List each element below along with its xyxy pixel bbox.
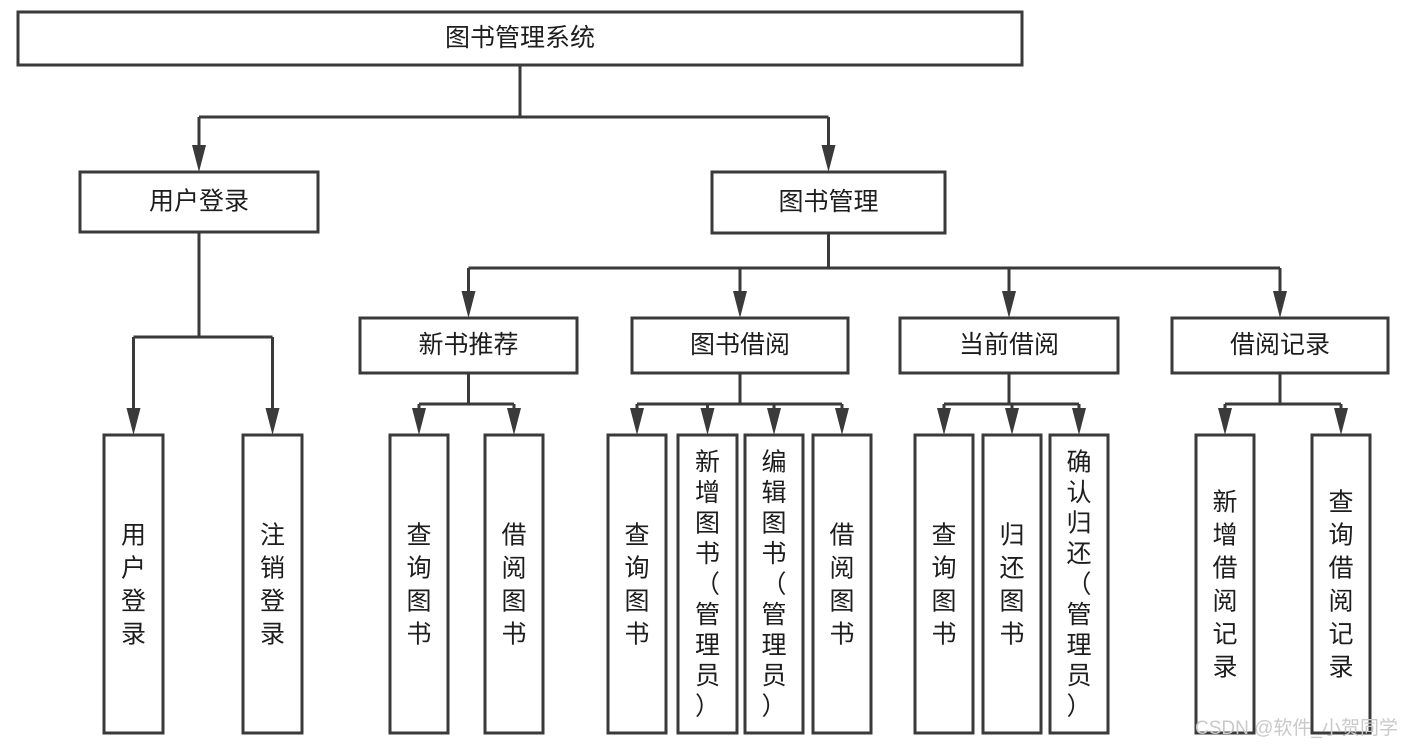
l3-1-3-arrow-1 bbox=[1334, 408, 1348, 435]
node-level3-0-0[interactable]: 用户登录 bbox=[102, 433, 165, 735]
node-box-rect bbox=[630, 316, 850, 375]
node-box-rect bbox=[913, 433, 975, 735]
node-leaf-1-1-2[interactable]: 编辑图书（管理员） bbox=[743, 433, 805, 735]
l3-1-0-arrow-0 bbox=[412, 408, 426, 435]
node-label: 查询图书 bbox=[406, 522, 431, 649]
node-label: 借阅图书 bbox=[501, 522, 526, 649]
node-label: 注销登录 bbox=[260, 522, 285, 649]
node-level3-1-3[interactable]: 借阅记录 bbox=[1170, 316, 1390, 375]
l2-0-arrow-0 bbox=[126, 408, 141, 435]
l3-1-1-arrow-1 bbox=[700, 408, 715, 435]
node-leaf-1-1-0[interactable]: 查询图书 bbox=[606, 433, 668, 735]
node-label: 图书管理 bbox=[778, 188, 878, 216]
node-box-rect bbox=[811, 433, 873, 735]
node-label: 当前借阅 bbox=[959, 331, 1059, 359]
node-label: 用户登录 bbox=[121, 522, 146, 649]
l3-1-1-arrow-0 bbox=[630, 408, 644, 435]
node-box-rect bbox=[1310, 433, 1372, 735]
l3-1-1-arrow-3 bbox=[835, 408, 849, 435]
node-level3-1-2[interactable]: 当前借阅 bbox=[898, 316, 1120, 375]
node-leaf-1-3-1[interactable]: 查询借阅记录 bbox=[1310, 433, 1372, 735]
node-label: 归还图书 bbox=[999, 522, 1024, 649]
l3-1-0-arrow-1 bbox=[507, 408, 521, 435]
node-box-rect bbox=[1048, 433, 1110, 735]
l2-1-arrow-2 bbox=[1002, 291, 1016, 318]
node-box-rect bbox=[676, 433, 739, 735]
node-leaf-1-1-3[interactable]: 借阅图书 bbox=[811, 433, 873, 735]
node-leaf-1-3-0[interactable]: 新增借阅记录 bbox=[1194, 433, 1256, 735]
node-leaf-1-1-1[interactable]: 新增图书（管理员） bbox=[676, 433, 739, 735]
node-label: 新增借阅记录 bbox=[1212, 489, 1237, 682]
node-label: 图书借阅 bbox=[690, 331, 790, 359]
node-leaf-1-2-0[interactable]: 查询图书 bbox=[913, 433, 975, 735]
node-label: 查询图书 bbox=[624, 522, 649, 649]
node-level3-1-1[interactable]: 图书借阅 bbox=[630, 316, 850, 375]
node-box-rect bbox=[1194, 433, 1256, 735]
node-box-rect bbox=[898, 316, 1120, 375]
root-arrow-0 bbox=[192, 145, 206, 172]
node-leaf-1-0-0[interactable]: 查询图书 bbox=[388, 433, 450, 735]
node-root[interactable]: 图书管理系统 bbox=[16, 10, 1024, 67]
node-box-rect bbox=[241, 433, 304, 735]
l2-1-arrow-3 bbox=[1273, 291, 1287, 318]
node-box-rect bbox=[710, 170, 947, 235]
node-label: 新书推荐 bbox=[418, 331, 518, 359]
node-label: 新增图书（管理员） bbox=[695, 449, 720, 721]
node-box-rect bbox=[16, 10, 1024, 67]
node-box-rect bbox=[743, 433, 805, 735]
node-level2-0[interactable]: 用户登录 bbox=[78, 170, 320, 234]
node-box-rect bbox=[483, 433, 545, 735]
l2-0-arrow-1 bbox=[265, 408, 280, 435]
node-box-rect bbox=[388, 433, 450, 735]
node-label: 查询图书 bbox=[931, 522, 956, 649]
node-label: 确认归还（管理员） bbox=[1066, 449, 1091, 721]
csdn-watermark: CSDN @软件_小贺同学 bbox=[1195, 717, 1398, 739]
node-leaf-1-2-1[interactable]: 归还图书 bbox=[981, 433, 1043, 735]
l3-1-3-arrow-0 bbox=[1218, 408, 1232, 435]
node-box-rect bbox=[358, 316, 579, 375]
node-leaf-1-0-1[interactable]: 借阅图书 bbox=[483, 433, 545, 735]
l3-1-1-arrow-2 bbox=[767, 408, 781, 435]
node-leaf-1-2-2[interactable]: 确认归还（管理员） bbox=[1048, 433, 1110, 735]
node-label: 借阅图书 bbox=[829, 522, 854, 649]
boxes-layer: 图书管理系统用户登录用户登录注销登录图书管理新书推荐查询图书借阅图书图书借阅查询… bbox=[16, 10, 1390, 735]
l2-1-arrow-0 bbox=[461, 291, 476, 318]
connectors-layer bbox=[126, 65, 1348, 435]
node-box-rect bbox=[102, 433, 165, 735]
node-box-rect bbox=[78, 170, 320, 234]
node-label: 编辑图书（管理员） bbox=[761, 449, 786, 721]
node-box-rect bbox=[981, 433, 1043, 735]
l3-1-2-arrow-1 bbox=[1005, 408, 1019, 435]
node-box-rect bbox=[606, 433, 668, 735]
node-label: 用户登录 bbox=[149, 188, 249, 216]
l2-1-arrow-1 bbox=[733, 291, 747, 318]
node-label: 图书管理系统 bbox=[445, 24, 595, 52]
node-label: 查询借阅记录 bbox=[1328, 489, 1353, 682]
node-level3-1-0[interactable]: 新书推荐 bbox=[358, 316, 579, 375]
node-label: 借阅记录 bbox=[1230, 331, 1330, 359]
l3-1-2-arrow-0 bbox=[937, 408, 951, 435]
node-level2-1[interactable]: 图书管理 bbox=[710, 170, 947, 235]
node-level3-0-1[interactable]: 注销登录 bbox=[241, 433, 304, 735]
root-arrow-1 bbox=[821, 145, 836, 172]
l3-1-2-arrow-2 bbox=[1072, 408, 1086, 435]
node-box-rect bbox=[1170, 316, 1390, 375]
